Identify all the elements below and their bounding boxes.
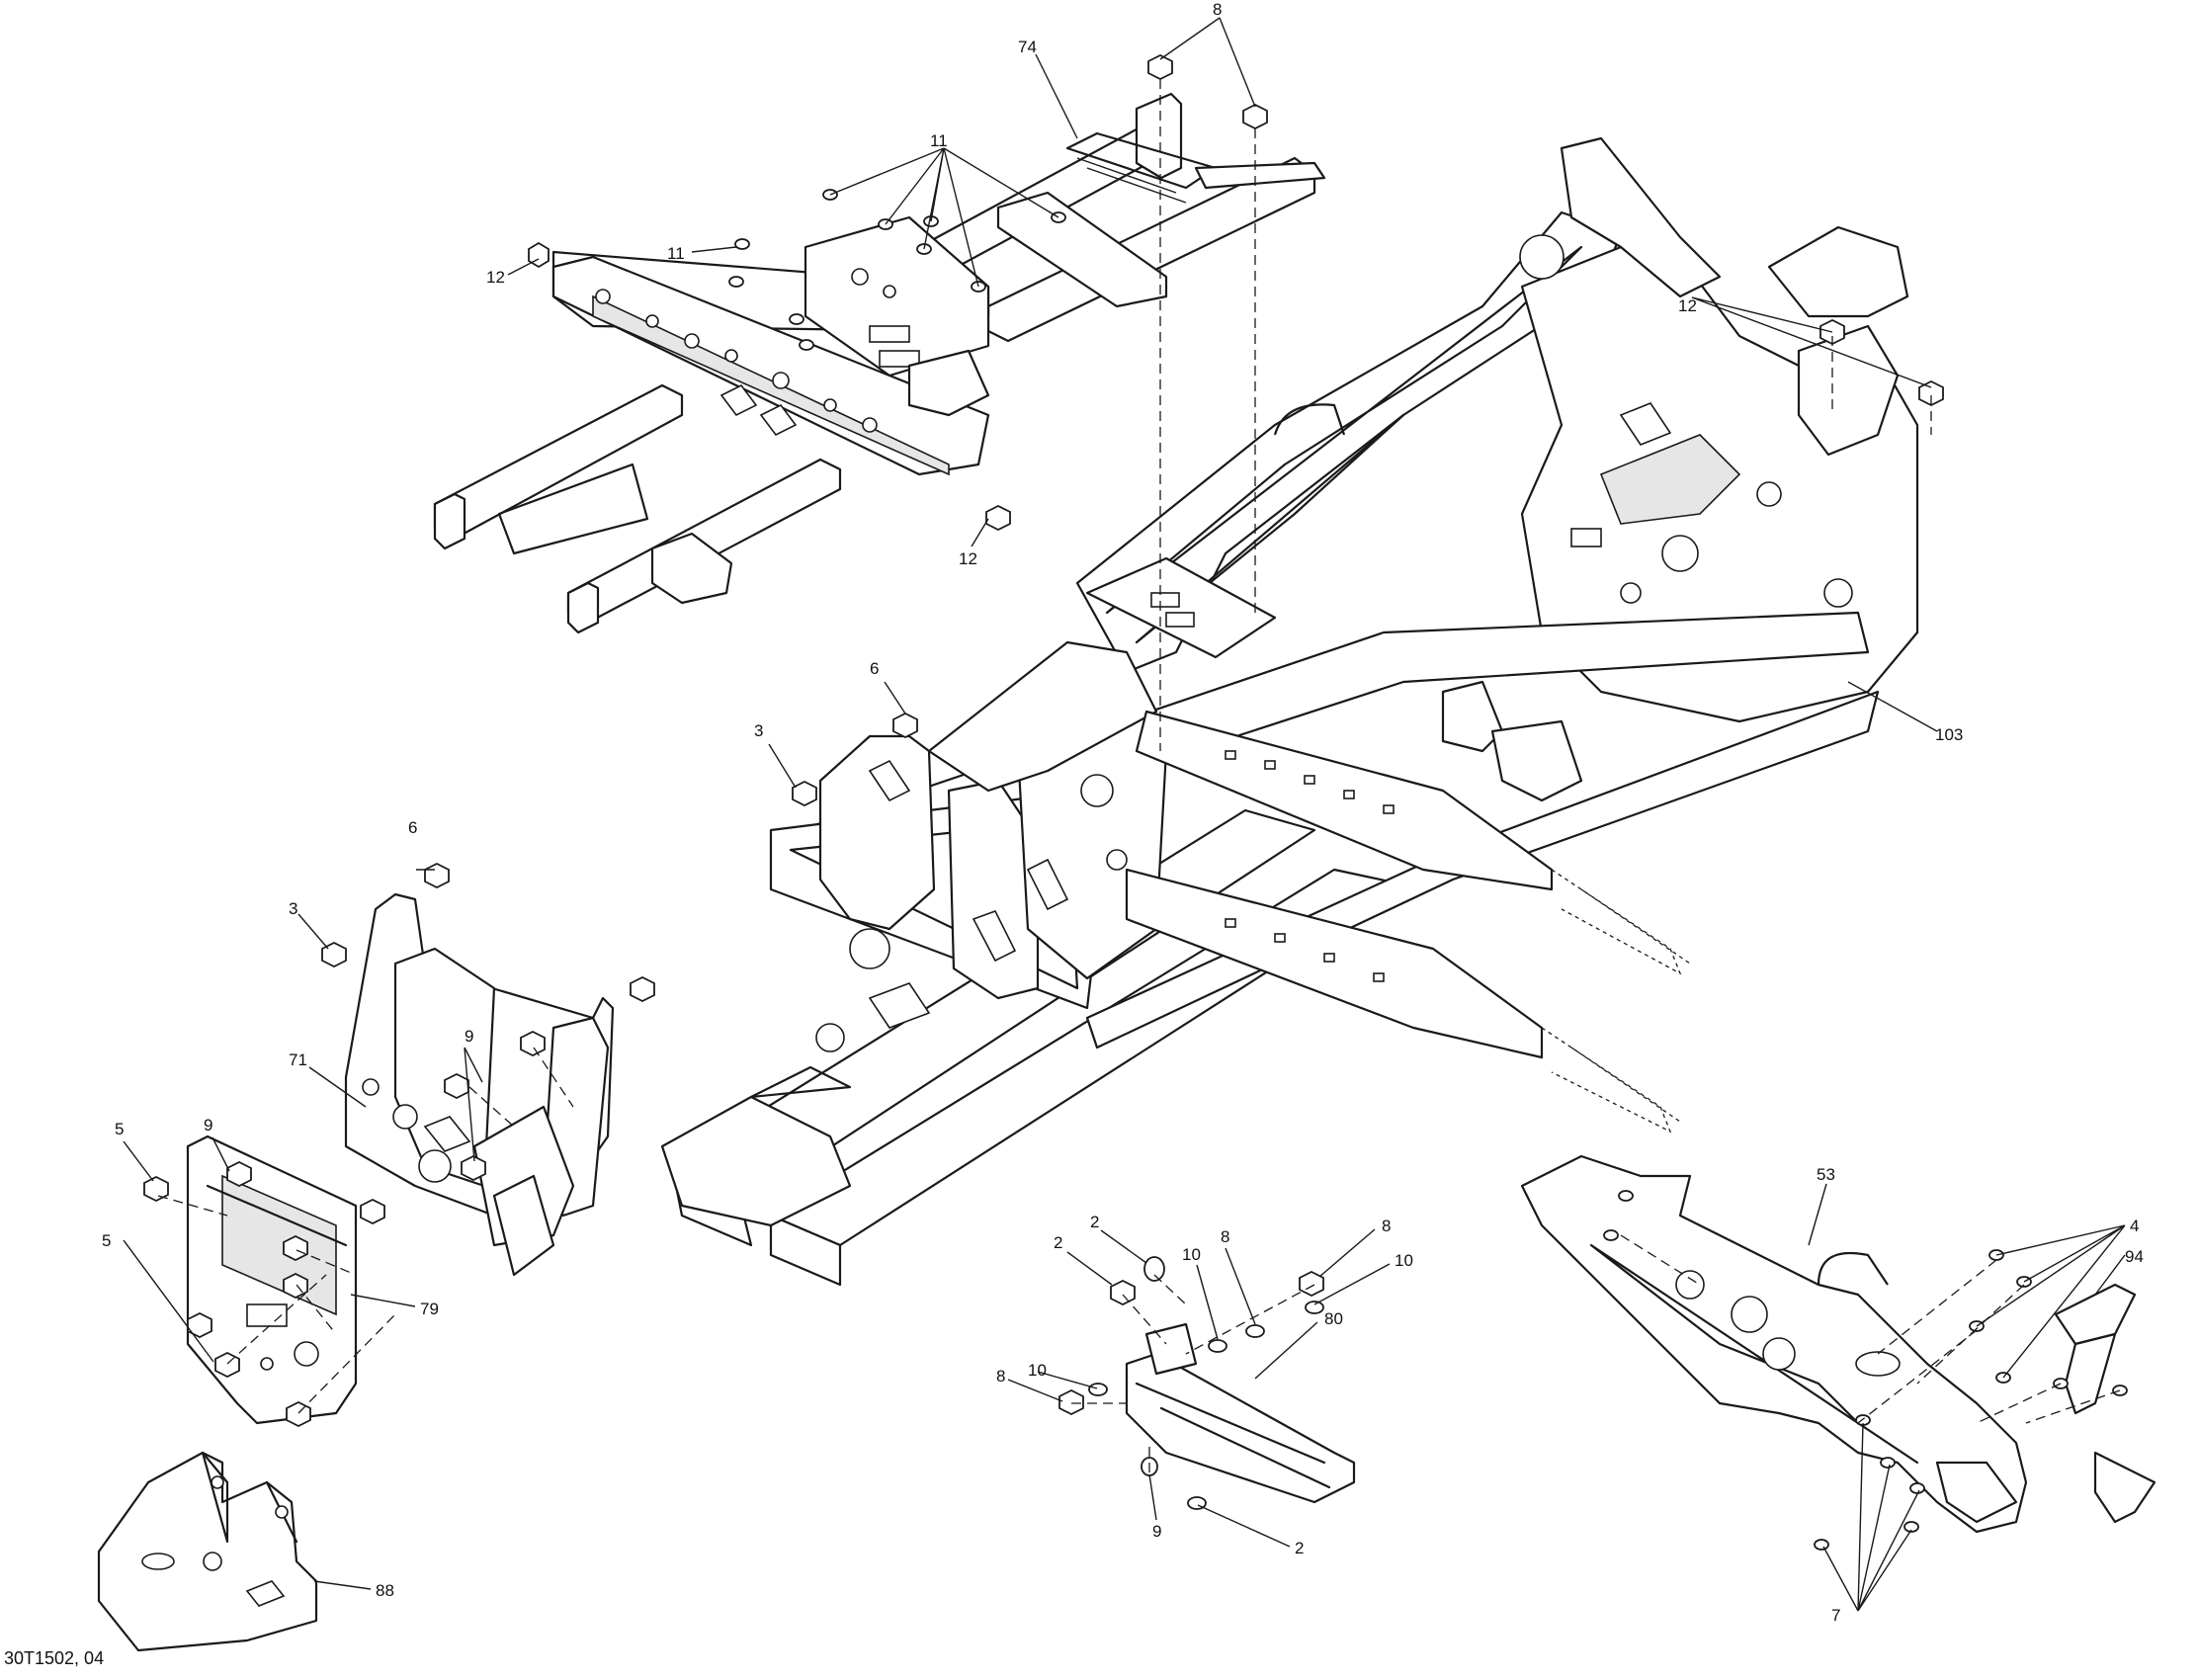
callout-88: 88 bbox=[376, 1581, 394, 1600]
assembly-lines bbox=[157, 79, 2121, 1472]
callout-11-top: 11 bbox=[930, 131, 948, 150]
callout-9-c: 9 bbox=[1152, 1522, 1161, 1541]
callout-10-a: 10 bbox=[1182, 1245, 1201, 1264]
callout-12-right: 12 bbox=[1678, 296, 1697, 315]
part-53-support-arm bbox=[1520, 1154, 2028, 1534]
callout-8-c: 8 bbox=[996, 1367, 1005, 1386]
callout-12-top-left: 12 bbox=[486, 268, 505, 287]
callout-71: 71 bbox=[289, 1050, 307, 1069]
callout-103: 103 bbox=[1935, 725, 1963, 744]
callout-9-b: 9 bbox=[204, 1116, 212, 1134]
callout-9-a: 9 bbox=[465, 1027, 473, 1046]
callout-6-main: 6 bbox=[870, 659, 879, 678]
callout-5-top: 5 bbox=[115, 1120, 124, 1138]
callout-2-c: 2 bbox=[1295, 1539, 1304, 1557]
callout-3-main: 3 bbox=[754, 721, 763, 740]
callout-2-a: 2 bbox=[1054, 1233, 1062, 1252]
callout-4: 4 bbox=[2130, 1217, 2139, 1235]
callout-80: 80 bbox=[1324, 1309, 1343, 1328]
callout-7: 7 bbox=[1831, 1606, 1840, 1625]
part-74-rear-rack-frame bbox=[433, 92, 1326, 634]
document-reference: 30T1502, 04 bbox=[4, 1648, 105, 1668]
callout-53: 53 bbox=[1817, 1165, 1835, 1184]
callout-12-top-mid: 12 bbox=[959, 549, 977, 568]
callout-2-b: 2 bbox=[1090, 1213, 1099, 1231]
callout-79: 79 bbox=[420, 1300, 439, 1318]
callout-10-c: 10 bbox=[1028, 1361, 1047, 1380]
callout-leaders bbox=[123, 17, 2126, 1612]
callout-10-b: 10 bbox=[1395, 1251, 1413, 1270]
callout-8-top: 8 bbox=[1213, 0, 1222, 19]
callout-11-left: 11 bbox=[667, 244, 685, 263]
part-71-front-bracket bbox=[344, 892, 615, 1277]
callout-8-a: 8 bbox=[1221, 1227, 1229, 1246]
callout-3-left: 3 bbox=[289, 899, 297, 918]
callout-5-bottom: 5 bbox=[102, 1231, 111, 1250]
part-79-front-plate bbox=[186, 1134, 358, 1425]
part-103-main-frame bbox=[660, 136, 1919, 1287]
callout-8-b: 8 bbox=[1382, 1217, 1391, 1235]
callout-94: 94 bbox=[2125, 1247, 2144, 1266]
callout-74: 74 bbox=[1018, 38, 1037, 56]
callout-6-left: 6 bbox=[408, 818, 417, 837]
fasteners bbox=[143, 53, 2128, 1551]
part-94-small-bracket bbox=[2054, 1283, 2157, 1524]
part-88-lower-bracket bbox=[97, 1451, 318, 1652]
part-80-rail-support bbox=[1125, 1322, 1356, 1504]
callout-numbers: 74 8 11 11 12 12 12 103 6 3 6 3 71 9 9 5… bbox=[102, 0, 2144, 1625]
